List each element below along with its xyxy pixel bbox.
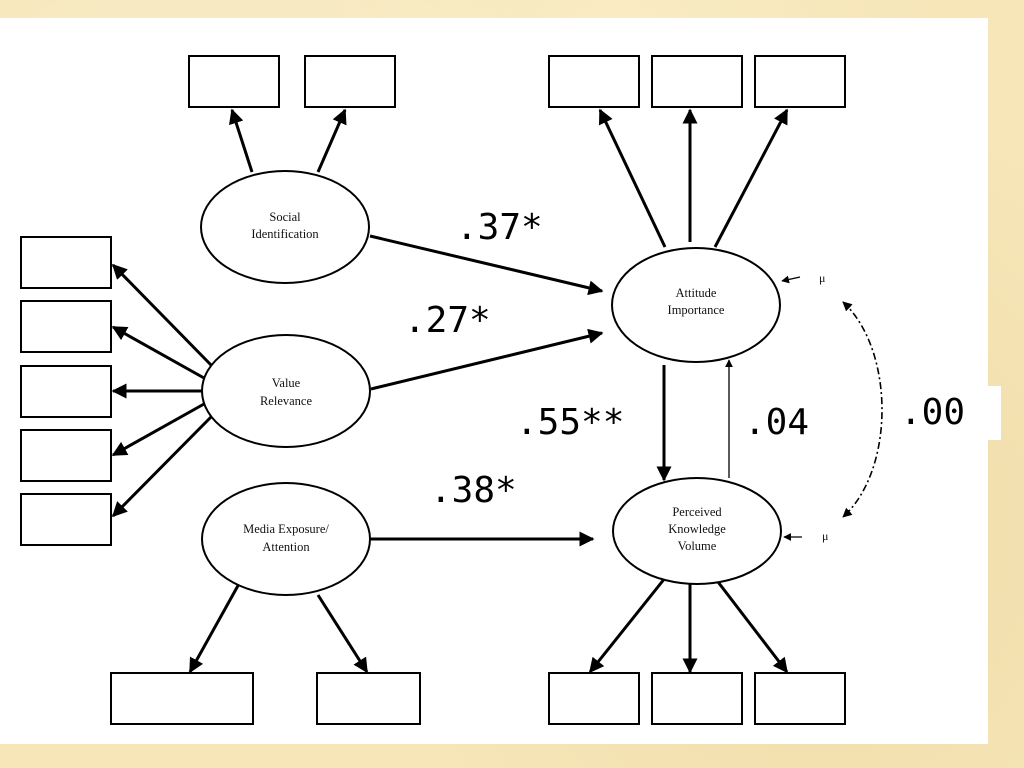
- node-label: Relevance: [260, 394, 313, 408]
- latent-social-identification: Social Identification: [200, 170, 370, 284]
- node-label: Importance: [668, 303, 725, 317]
- indicator-box: [754, 672, 846, 725]
- coef-attitude-to-knowledge: .55**: [516, 402, 624, 443]
- node-label: Volume: [678, 539, 717, 553]
- indicator-box: [20, 365, 112, 418]
- indicator-box: [304, 55, 396, 108]
- node-label: Perceived: [672, 505, 722, 519]
- indicator-box: [316, 672, 421, 725]
- latent-perceived-knowledge-volume: Perceived Knowledge Volume: [612, 477, 782, 585]
- indicator-box: [651, 55, 743, 108]
- measurement-arrows: [111, 108, 789, 674]
- node-label: Attention: [262, 540, 310, 554]
- error-label-knowledge: μ: [822, 529, 828, 543]
- node-label: Attitude: [676, 286, 717, 300]
- error-terms: [781, 275, 883, 541]
- indicator-box: [110, 672, 254, 725]
- indicator-box: [20, 300, 112, 353]
- indicator-box: [754, 55, 846, 108]
- error-label-attitude: μ: [819, 271, 825, 285]
- diagram-panel: [0, 18, 988, 744]
- structural-paths: [369, 234, 733, 547]
- indicator-box: [20, 236, 112, 289]
- coef-value-to-attitude: .27*: [404, 300, 491, 341]
- indicator-box: [651, 672, 743, 725]
- node-label: Social: [269, 210, 301, 224]
- coef-social-to-attitude: .37*: [456, 207, 543, 248]
- indicator-box: [20, 429, 112, 482]
- coef-media-to-knowledge: .38*: [430, 470, 517, 511]
- node-label: Media Exposure/: [243, 522, 329, 536]
- indicator-box: [188, 55, 280, 108]
- node-label: Knowledge: [668, 522, 726, 536]
- latent-attitude-importance: Attitude Importance: [611, 247, 781, 363]
- coef-knowledge-to-attitude: .04: [744, 402, 809, 443]
- coef-error-covariance: .00: [900, 392, 965, 433]
- indicator-box: [548, 672, 640, 725]
- node-label: Value: [272, 376, 301, 390]
- coefficient-panel-extension: [988, 386, 1001, 440]
- node-label: Identification: [251, 227, 319, 241]
- latent-media-exposure: Media Exposure/ Attention: [201, 482, 371, 596]
- indicator-box: [548, 55, 640, 108]
- indicator-box: [20, 493, 112, 546]
- latent-value-relevance: Value Relevance: [201, 334, 371, 448]
